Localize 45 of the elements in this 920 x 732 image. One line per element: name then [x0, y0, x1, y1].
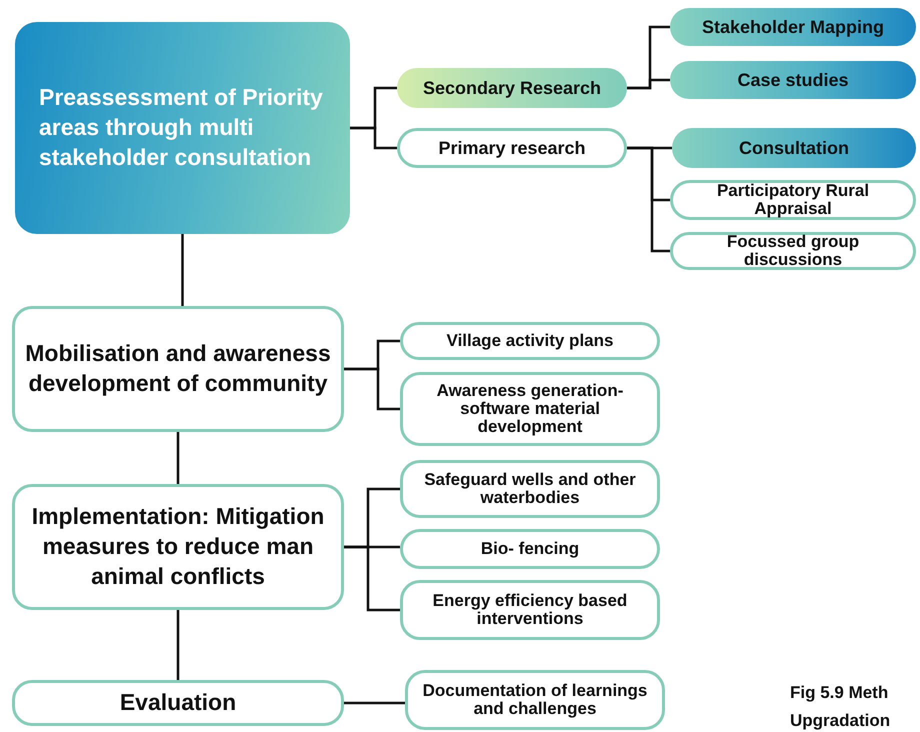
box-label: Secondary Research	[422, 78, 602, 98]
box-label: Village activity plans	[446, 332, 614, 350]
box-label: Consultation	[739, 138, 849, 158]
box-label: Preassessment of Priority areas through multi stakeholder consultation	[39, 83, 324, 172]
box-label: Safeguard wells and other waterbodies	[423, 471, 637, 507]
connector-line	[344, 702, 405, 704]
box-label: Energy efficiency based interventions	[432, 592, 628, 628]
connector-line	[627, 78, 670, 90]
box-label: Bio- fencing	[480, 540, 580, 558]
connector-line	[181, 234, 184, 306]
figure-caption: Fig 5.9 Meth	[790, 683, 888, 703]
rounded-box	[397, 128, 627, 168]
rounded-box	[12, 306, 344, 432]
filled-rounded-box	[15, 22, 350, 234]
box-label: Participatory Rural Appraisal	[716, 182, 870, 218]
rounded-box	[400, 460, 660, 518]
rounded-box	[670, 232, 916, 270]
box-label: Primary research	[438, 138, 586, 158]
box-label: Stakeholder Mapping	[702, 18, 884, 36]
rounded-box	[400, 372, 660, 446]
box-label: Focussed group discussions	[726, 233, 860, 269]
rounded-box	[405, 670, 665, 730]
box-label: Documentation of learnings and challenges	[422, 682, 648, 718]
connector-line	[176, 610, 180, 680]
connector-line	[350, 126, 397, 150]
box-label: Case studies	[737, 70, 849, 90]
connector-line	[344, 546, 400, 612]
box-label: Implementation: Mitigation measures to reduce man animal conflicts	[30, 502, 326, 591]
connector-line	[344, 368, 400, 410]
filled-rounded-box	[670, 8, 916, 46]
box-label: Evaluation	[120, 688, 236, 718]
figure-caption: Upgradation	[790, 711, 890, 731]
rounded-box	[400, 529, 660, 569]
connector-line	[627, 146, 670, 252]
filled-rounded-box	[672, 128, 916, 168]
box-label: Awareness generation- software material development	[436, 382, 624, 436]
rounded-box	[400, 580, 660, 640]
filled-rounded-box	[397, 68, 627, 108]
rounded-box	[12, 680, 344, 726]
connector-line	[176, 432, 180, 484]
rounded-box	[670, 180, 916, 220]
rounded-box	[12, 484, 344, 610]
rounded-box	[400, 322, 660, 360]
box-label: Mobilisation and awareness development of community	[24, 339, 332, 398]
filled-rounded-box	[670, 61, 916, 99]
